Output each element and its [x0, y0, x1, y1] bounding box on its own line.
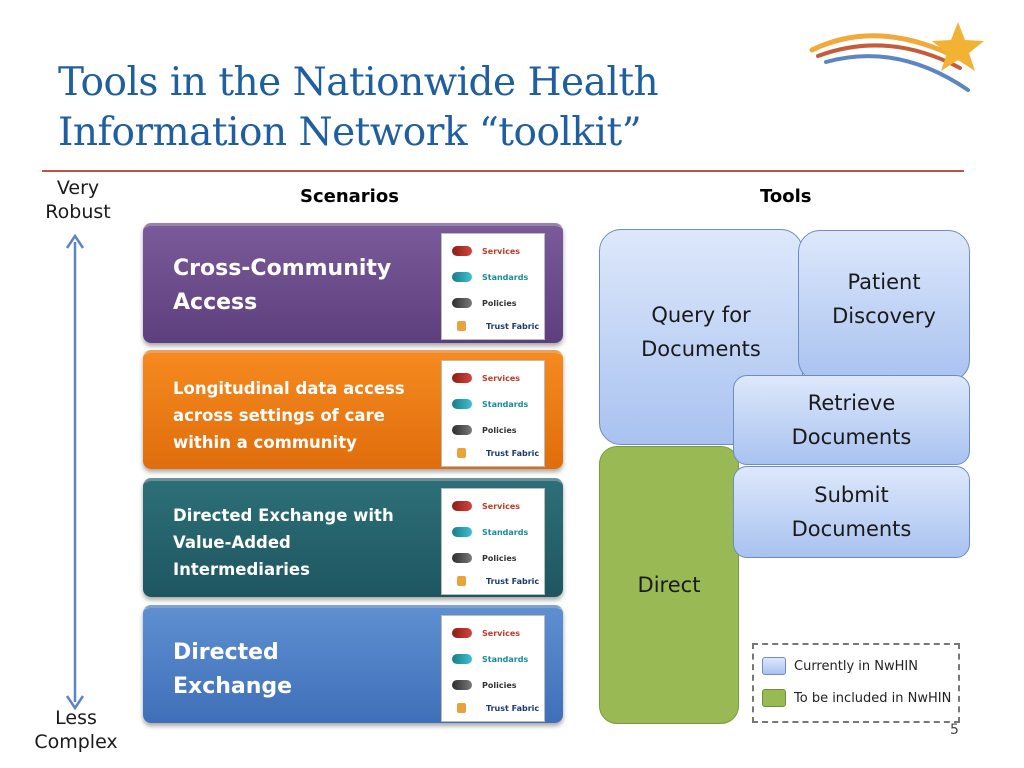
tool-label-line-1: Submit	[814, 483, 889, 507]
tool-label: Direct	[637, 573, 701, 597]
scenario-label-line-1: Directed	[173, 640, 279, 665]
standards-icon	[452, 527, 472, 537]
standards-label: Standards	[482, 527, 529, 537]
scenario-label: Cross-Community Access	[173, 252, 391, 320]
future-label: To be included in NwHIN	[794, 690, 952, 706]
services-icon	[452, 628, 472, 638]
standards-icon	[452, 272, 472, 282]
tool-label-line-2: Documents	[791, 425, 912, 449]
standards-icon	[452, 654, 472, 664]
scenario-component-legend: Services Standards Policies Trust Fabric	[441, 233, 545, 340]
tools-heading: Tools	[760, 186, 812, 207]
scenario-directed-exchange: Directed Exchange Services Standards Pol…	[143, 605, 563, 723]
tool-submit-documents: Submit Documents	[733, 466, 970, 558]
axis-bottom-label: Less Complex	[20, 706, 132, 754]
scenario-label: Directed Exchange with Value-Added Inter…	[173, 502, 394, 583]
tool-label-line-1: Patient	[847, 270, 921, 294]
tool-patient-discovery: Patient Discovery	[798, 230, 970, 382]
axis-bottom-line-2: Complex	[34, 731, 118, 753]
lock-icon	[457, 703, 466, 713]
tools-legend: Currently in NwHIN To be included in NwH…	[752, 643, 960, 723]
scenario-label-line-3: within a community	[173, 433, 357, 452]
services-icon	[452, 246, 472, 256]
current-label: Currently in NwHIN	[794, 658, 918, 674]
scenario-label-line-1: Directed Exchange with	[173, 506, 394, 525]
future-swatch	[762, 689, 786, 707]
scenario-longitudinal-data-access: Longitudinal data access across settings…	[143, 350, 563, 469]
tool-label-line-1: Query for	[651, 303, 751, 327]
scenario-directed-exchange-intermediaries: Directed Exchange with Value-Added Inter…	[143, 478, 563, 597]
scenario-label: Longitudinal data access across settings…	[173, 375, 405, 456]
policies-icon	[452, 553, 472, 563]
standards-label: Standards	[482, 399, 529, 409]
tool-direct: Direct	[599, 446, 739, 724]
standards-label: Standards	[482, 654, 529, 664]
scenario-label: Directed Exchange	[173, 636, 292, 704]
star-swoosh-logo	[809, 22, 984, 92]
title-line-1: Tools in the Nationwide Health	[58, 60, 659, 105]
policies-icon	[452, 298, 472, 308]
scenario-label-line-2: Access	[173, 290, 258, 315]
scenario-component-legend: Services Standards Policies Trust Fabric	[441, 360, 545, 467]
scenario-label-line-1: Cross-Community	[173, 256, 392, 281]
lock-icon	[457, 576, 466, 586]
services-label: Services	[482, 501, 521, 511]
tool-label-line-2: Documents	[791, 517, 912, 541]
trust-fabric-label: Trust Fabric	[486, 448, 540, 458]
tool-label-line-2: Documents	[641, 337, 761, 361]
policies-icon	[452, 425, 472, 435]
services-icon	[452, 373, 472, 383]
title-divider	[42, 170, 964, 172]
trust-fabric-label: Trust Fabric	[486, 576, 540, 586]
axis-top-label: Very Robust	[32, 176, 124, 224]
scenarios-heading: Scenarios	[300, 186, 399, 207]
scenario-component-legend: Services Standards Policies Trust Fabric	[441, 488, 545, 595]
standards-label: Standards	[482, 272, 529, 282]
scenario-label-line-1: Longitudinal data access	[173, 379, 405, 398]
policies-label: Policies	[482, 298, 517, 308]
slide-title: Tools in the Nationwide Health Informati…	[58, 58, 818, 158]
tool-retrieve-documents: Retrieve Documents	[733, 375, 970, 465]
scenario-label-line-3: Intermediaries	[173, 560, 310, 579]
scenario-component-legend: Services Standards Policies Trust Fabric	[441, 615, 545, 722]
legend-future: To be included in NwHIN	[762, 689, 951, 707]
standards-icon	[452, 399, 472, 409]
services-label: Services	[482, 373, 521, 383]
scenario-label-line-2: Value-Added	[173, 533, 291, 552]
trust-fabric-label: Trust Fabric	[486, 703, 540, 713]
legend-current: Currently in NwHIN	[762, 657, 918, 675]
lock-icon	[457, 448, 466, 458]
scenario-cross-community-access: Cross-Community Access Services Standard…	[143, 223, 563, 343]
title-line-2: Information Network “toolkit”	[58, 110, 642, 155]
current-swatch	[762, 657, 786, 675]
services-icon	[452, 501, 472, 511]
axis-bottom-line-1: Less	[55, 707, 97, 729]
tool-label-line-1: Retrieve	[807, 391, 896, 415]
axis-top-line-2: Robust	[45, 201, 111, 223]
page-number: 5	[950, 722, 959, 738]
robustness-arrow	[65, 234, 85, 710]
axis-top-line-1: Very	[56, 177, 100, 199]
lock-icon	[457, 321, 466, 331]
scenario-label-line-2: Exchange	[173, 674, 293, 699]
tool-label-line-2: Discovery	[832, 304, 936, 328]
policies-label: Policies	[482, 425, 517, 435]
policies-label: Policies	[482, 553, 517, 563]
policies-label: Policies	[482, 680, 517, 690]
trust-fabric-label: Trust Fabric	[486, 321, 540, 331]
policies-icon	[452, 680, 472, 690]
services-label: Services	[482, 628, 521, 638]
services-label: Services	[482, 246, 521, 256]
scenario-label-line-2: across settings of care	[173, 406, 385, 425]
